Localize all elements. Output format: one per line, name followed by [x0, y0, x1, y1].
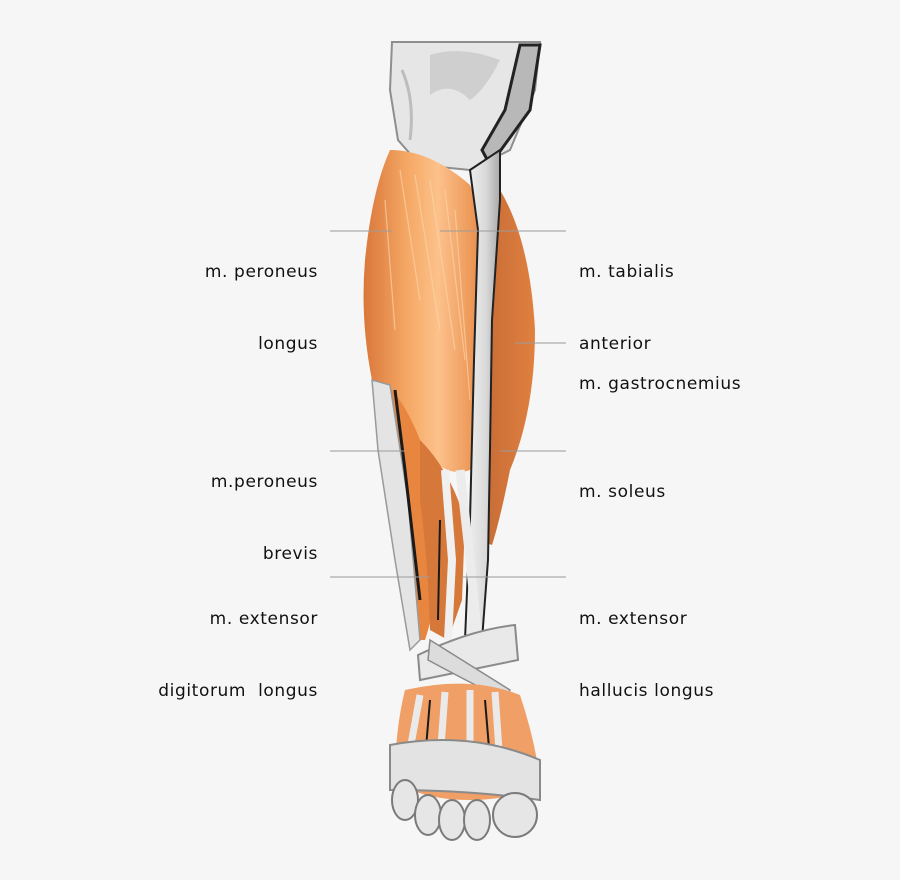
label-extensor-hallucis-line2: hallucis longus [579, 681, 715, 701]
toe-2 [463, 799, 491, 841]
label-peroneus-longus-line1: m. peroneus [204, 262, 318, 282]
toe-3 [438, 799, 466, 841]
toe-5 [391, 779, 419, 821]
label-tibialis-anterior: m. tabialis anterior [579, 212, 674, 380]
label-extensor-hallucis-longus: m. extensor hallucis longus [579, 559, 714, 727]
label-soleus-line1: m. soleus [579, 482, 666, 502]
tibia-shaft [463, 148, 501, 641]
toes [391, 779, 538, 841]
leader-lines [330, 230, 566, 578]
knee-region [388, 41, 542, 172]
label-peroneus-brevis-line2: brevis [262, 544, 318, 564]
foot [389, 683, 541, 802]
label-tibialis-anterior-line2: anterior [579, 334, 652, 354]
label-peroneus-brevis: m.peroneus brevis [211, 422, 318, 590]
label-soleus: m. soleus [579, 432, 666, 528]
toe-4 [414, 794, 442, 836]
ankle-retinaculum [416, 623, 520, 702]
label-gastrocnemius-line1: m. gastrocnemius [579, 374, 742, 394]
label-extensor-hallucis-line1: m. extensor [579, 609, 688, 629]
label-peroneus-longus-line2: longus [258, 334, 318, 354]
lateral-edge [371, 378, 421, 652]
label-tibialis-anterior-line1: m. tabialis [579, 262, 675, 282]
label-extensor-digitorum-line1: m. extensor [209, 609, 318, 629]
toe-big [492, 792, 538, 838]
label-extensor-digitorum-longus: m. extensor digitorum longus [158, 559, 318, 727]
label-extensor-digitorum-line2: digitorum longus [158, 681, 318, 701]
muscle-fibers [384, 169, 471, 401]
label-gastrocnemius: m. gastrocnemius [579, 324, 741, 420]
label-peroneus-longus: m. peroneus longus [205, 212, 318, 380]
label-peroneus-brevis-line1: m.peroneus [210, 472, 318, 492]
